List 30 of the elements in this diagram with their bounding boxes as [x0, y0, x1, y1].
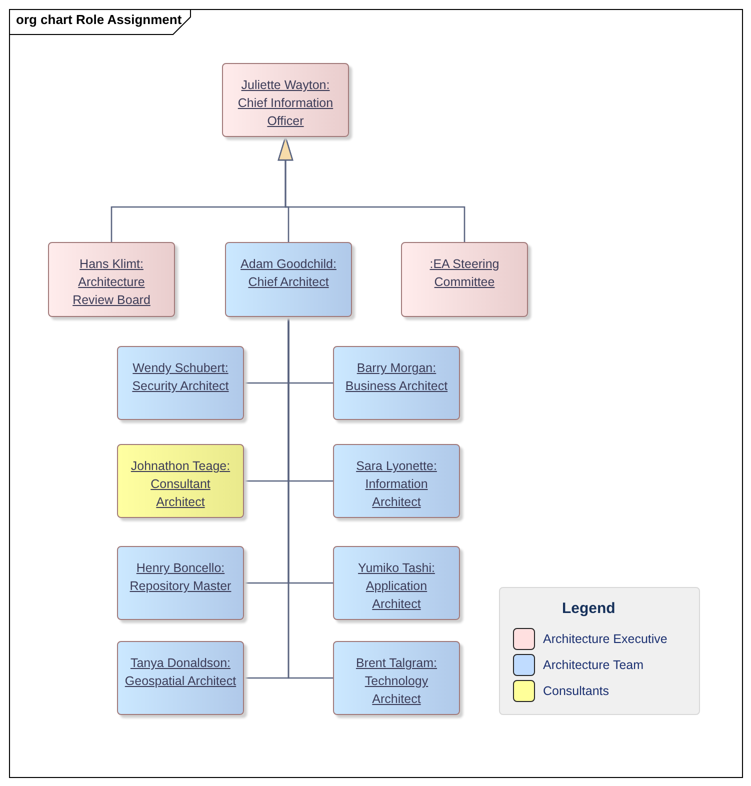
role-box: [333, 641, 460, 715]
legend-label: Architecture Team: [543, 658, 644, 672]
role-box: [225, 242, 352, 317]
role-label: Henry Boncello: Repository Master: [128, 560, 232, 595]
role-box: [48, 242, 175, 317]
legend-label: Architecture Executive: [543, 632, 668, 646]
generalization-arrow: [278, 136, 466, 242]
role-box: [333, 346, 460, 420]
legend-label: Consultants: [543, 684, 610, 698]
role-box: [401, 242, 528, 317]
legend-title: Legend: [562, 600, 616, 617]
role-box: [117, 546, 244, 620]
role-label: Johnathon Teage: Consultant Architect: [130, 458, 230, 511]
role-label: Sara Lyonette: Information Architect: [355, 458, 438, 511]
role-label: Wendy Schubert: Security Architect: [131, 360, 230, 395]
role-label: Barry Morgan: Business Architect: [344, 360, 449, 395]
role-box: [117, 346, 244, 420]
role-label: Brent Talgram: Technology Architect: [354, 655, 438, 708]
role-box: [333, 546, 460, 620]
role-label: :EA Steering Committee: [428, 256, 500, 291]
role-box: [117, 444, 244, 518]
role-label: Hans Klimt: Architecture Review Board: [72, 256, 152, 309]
role-label: Yumiko Tashi: Application Architect: [357, 560, 436, 613]
role-label: Tanya Donaldson: Geospatial Architect: [124, 655, 238, 690]
role-label: Adam Goodchild: Chief Architect: [240, 256, 338, 291]
role-box: [117, 641, 244, 715]
role-box: [222, 63, 349, 137]
role-label: Juliette Wayton: Chief Information Officer: [236, 77, 334, 130]
role-box: [333, 444, 460, 518]
frame-title: org chart Role Assignment: [16, 12, 182, 27]
